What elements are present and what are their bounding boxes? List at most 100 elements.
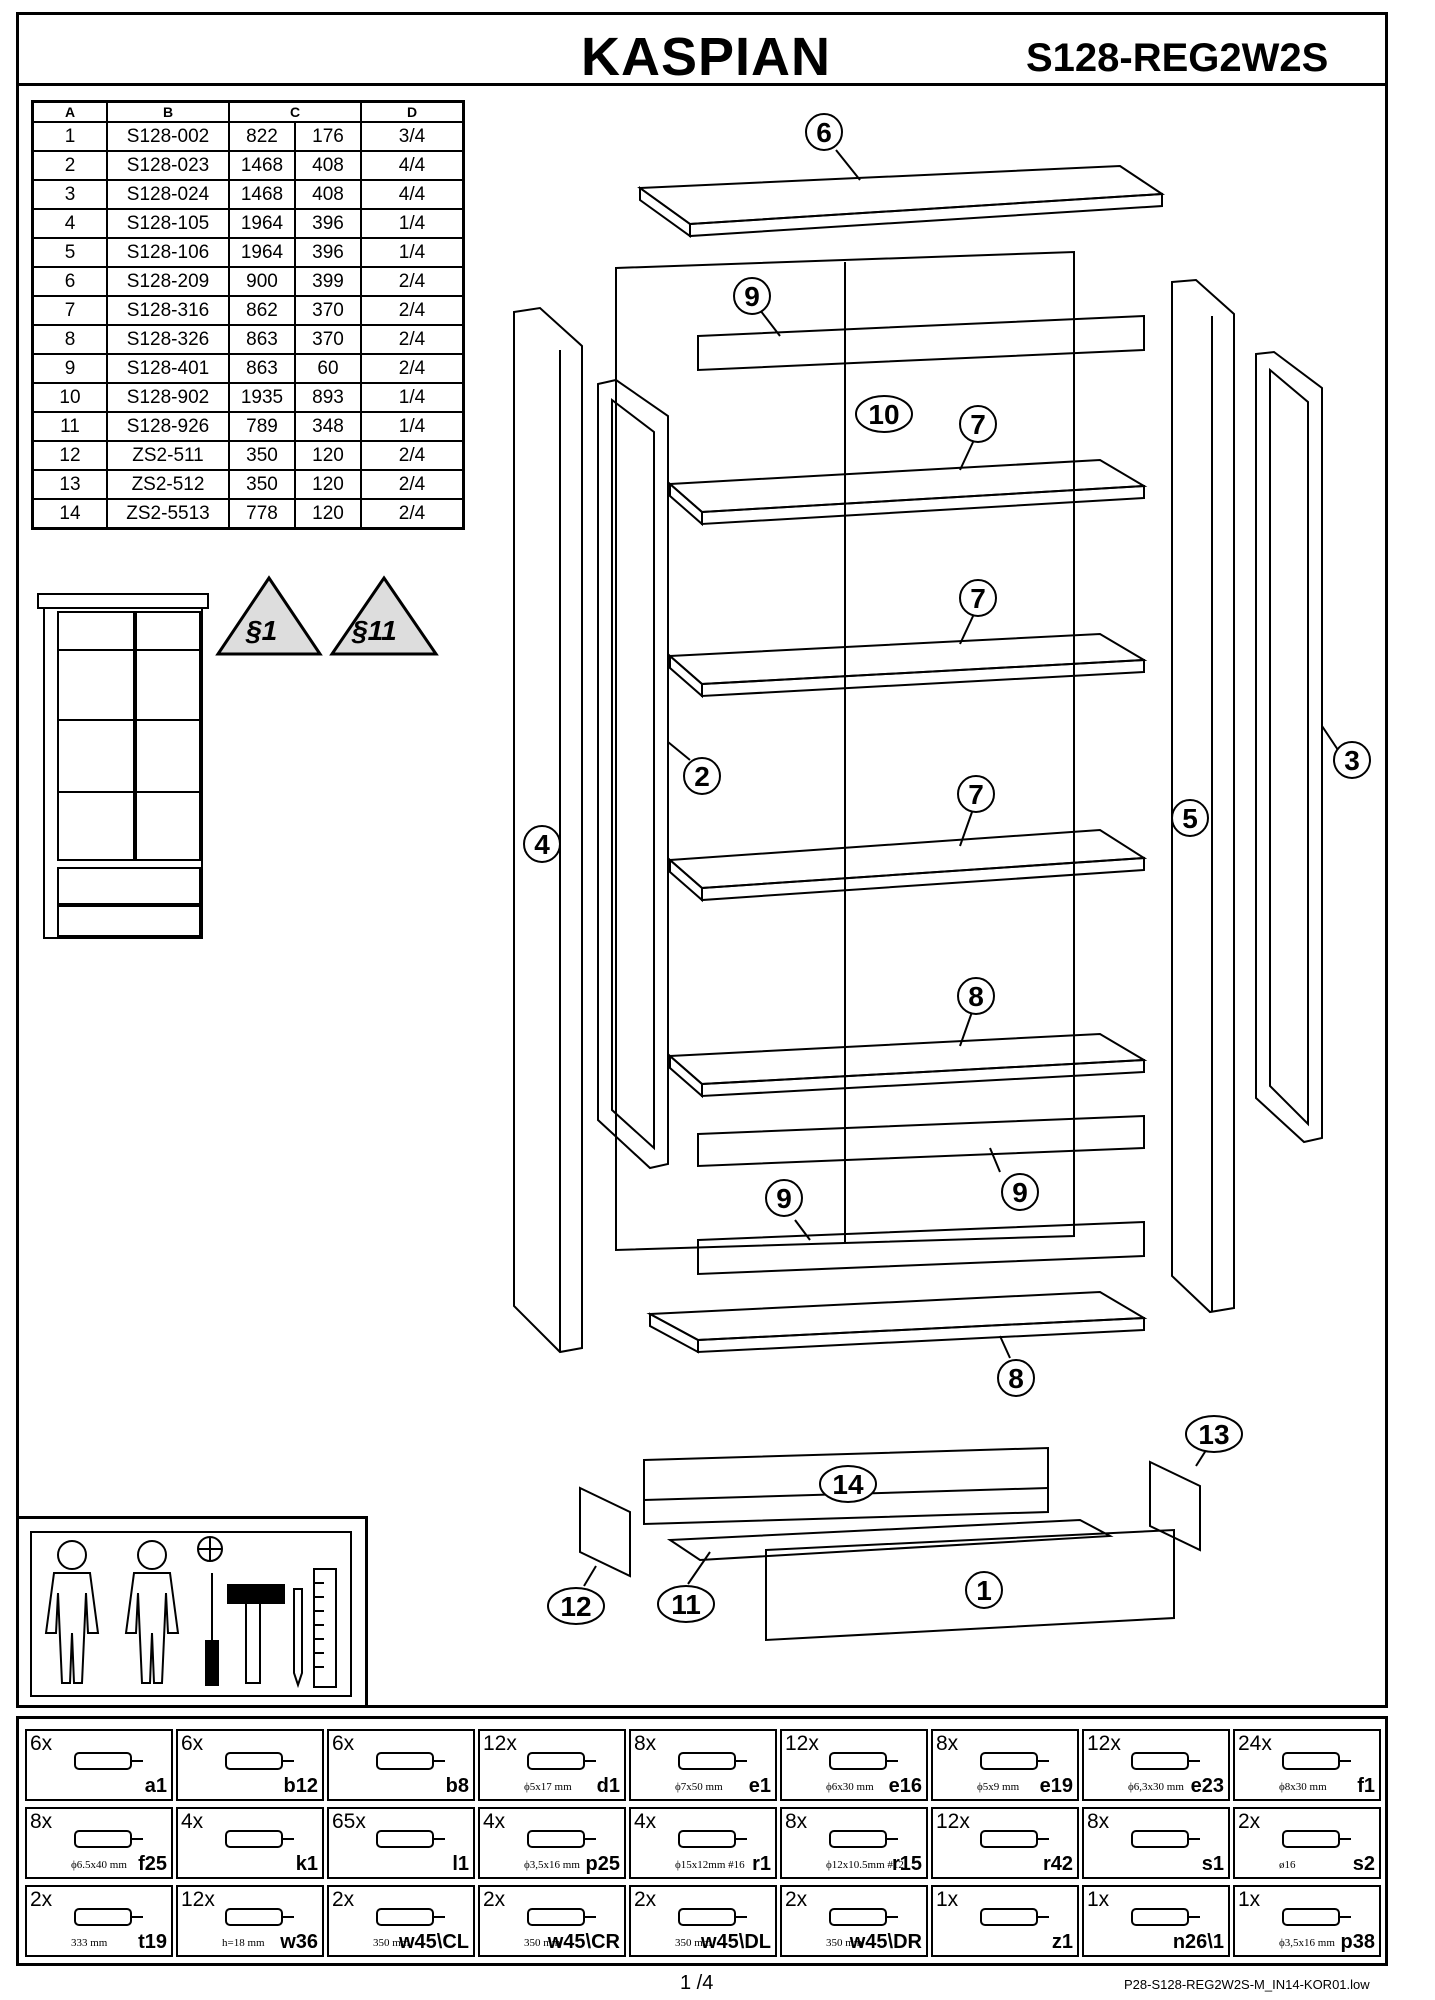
hardware-icon xyxy=(1282,1830,1351,1848)
table-cell: 1/4 xyxy=(360,411,465,442)
warning-11: §11 xyxy=(351,615,397,646)
drawer-front-1 xyxy=(765,1528,1175,1642)
header: KASPIAN S128-REG2W2S xyxy=(16,12,1388,87)
drawer-side-13 xyxy=(1149,1460,1201,1552)
side-panel-5 xyxy=(1171,278,1235,1314)
hardware-icon xyxy=(527,1908,596,1926)
hardware-code: f1 xyxy=(1357,1775,1375,1797)
hardware-dim: 350 mm xyxy=(524,1937,561,1949)
pencil-icon xyxy=(293,1588,303,1689)
table-cell: 2/4 xyxy=(360,440,465,471)
hardware-item: 6x b12 xyxy=(176,1729,324,1801)
hardware-code: r42 xyxy=(1042,1853,1073,1875)
phillips-icon xyxy=(197,1536,223,1562)
table-cell: 893 xyxy=(294,382,362,413)
hardware-dim: ϕ5x9 mm xyxy=(977,1781,1020,1793)
hardware-qty: 6x xyxy=(332,1732,355,1755)
table-cell: S128-024 xyxy=(106,179,230,210)
label-12: 12 xyxy=(560,1591,591,1622)
label-4: 4 xyxy=(534,829,550,860)
label-14: 14 xyxy=(832,1469,864,1500)
table-cell: 11 xyxy=(31,411,108,442)
table-cell: 2/4 xyxy=(360,353,465,384)
table-cell: 900 xyxy=(228,266,296,297)
hardware-code: b12 xyxy=(283,1775,318,1797)
label-13: 13 xyxy=(1198,1419,1229,1450)
hardware-dim: ϕ6x30 mm xyxy=(826,1781,874,1793)
hardware-dim: 333 mm xyxy=(71,1937,108,1949)
table-cell: 12 xyxy=(31,440,108,471)
hardware-item: 24x ϕ8x30 mm f1 xyxy=(1233,1729,1381,1801)
hardware-qty: 8x xyxy=(936,1732,959,1755)
hardware-dim: ϕ8x30 mm xyxy=(1279,1781,1327,1793)
screwdriver-icon xyxy=(205,1573,219,1686)
hardware-dim: h=18 mm xyxy=(222,1937,265,1949)
hardware-dim: ϕ12x10.5mm #12 xyxy=(826,1859,904,1871)
table-cell: 2/4 xyxy=(360,266,465,297)
table-cell: 6 xyxy=(31,266,108,297)
hardware-item: 8x ϕ5x9 mm e19 xyxy=(931,1729,1079,1801)
hardware-qty: 24x xyxy=(1238,1732,1272,1755)
hardware-dim: ϕ3,5x16 mm xyxy=(524,1859,580,1871)
hardware-qty: 8x xyxy=(634,1732,657,1755)
shelves-7 xyxy=(667,458,1148,903)
label-8b: 8 xyxy=(1008,1363,1024,1394)
hardware-code: w45\DL xyxy=(700,1931,771,1953)
hardware-icon xyxy=(829,1752,898,1770)
hardware-code: n26\1 xyxy=(1172,1931,1224,1953)
hardware-code: t19 xyxy=(138,1931,167,1953)
hardware-dim: ϕ7x50 mm xyxy=(675,1781,723,1793)
product-code: S128-REG2W2S xyxy=(1026,36,1329,80)
table-cell: 350 xyxy=(228,469,296,500)
table-cell: 370 xyxy=(294,295,362,326)
table-cell: 1/4 xyxy=(360,237,465,268)
cabinet-thumbnail xyxy=(37,593,209,939)
ruler-icon xyxy=(313,1568,337,1688)
table-cell: S128-023 xyxy=(106,150,230,181)
hardware-qty: 2x xyxy=(483,1888,506,1911)
table-cell: 1468 xyxy=(228,179,296,210)
hardware-icon xyxy=(74,1830,143,1848)
drawer-bottom-11 xyxy=(666,1518,1114,1562)
table-cell: 120 xyxy=(294,440,362,471)
hardware-qty: 2x xyxy=(332,1888,355,1911)
table-cell: 822 xyxy=(228,121,296,152)
label-8a: 8 xyxy=(968,981,984,1012)
table-cell: S128-926 xyxy=(106,411,230,442)
table-cell: 348 xyxy=(294,411,362,442)
hardware-qty: 2x xyxy=(1238,1810,1261,1833)
drawer-side-12 xyxy=(579,1486,631,1578)
hardware-qty: 1x xyxy=(936,1888,959,1911)
label-6: 6 xyxy=(816,117,832,148)
hardware-code: e19 xyxy=(1039,1775,1073,1797)
hardware-qty: 12x xyxy=(936,1810,970,1833)
table-cell: 3/4 xyxy=(360,121,465,152)
person-icon xyxy=(124,1540,180,1684)
hardware-qty: 2x xyxy=(785,1888,808,1911)
label-9b: 9 xyxy=(1012,1177,1028,1208)
table-cell: 1/4 xyxy=(360,382,465,413)
table-cell: 3 xyxy=(31,179,108,210)
table-cell: 13 xyxy=(31,469,108,500)
hardware-qty: 6x xyxy=(181,1732,204,1755)
warning-triangles xyxy=(215,575,439,656)
hardware-qty: 12x xyxy=(181,1888,215,1911)
back-panel-10 xyxy=(615,250,1075,1252)
table-cell: 863 xyxy=(228,353,296,384)
hardware-qty: 4x xyxy=(483,1810,506,1833)
hardware-code: w45\CR xyxy=(547,1931,620,1953)
table-cell: 9 xyxy=(31,353,108,384)
table-cell: S128-401 xyxy=(106,353,230,384)
drawer-back-14 xyxy=(643,1446,1049,1526)
table-cell: 2/4 xyxy=(360,469,465,500)
